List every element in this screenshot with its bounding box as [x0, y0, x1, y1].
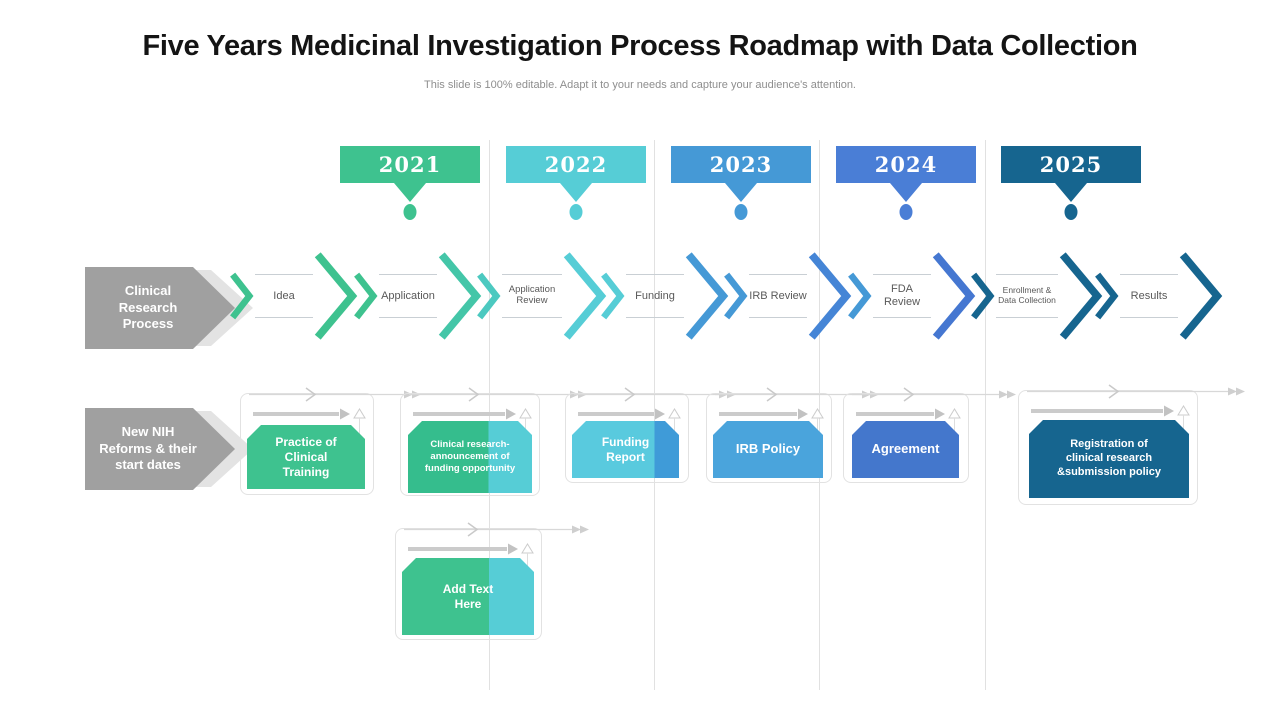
- chevron-right-icon: [477, 272, 501, 320]
- reform-card-box: Funding Report: [572, 421, 679, 478]
- column-gridline: [654, 140, 655, 690]
- timeline-dot: [569, 204, 583, 220]
- stage-irb-review: IRB Review: [722, 248, 852, 344]
- year-label: 2025: [1039, 152, 1103, 177]
- timeline-dot: [734, 204, 748, 220]
- stage-application-review: Application Review: [475, 248, 607, 344]
- stage-enrollment-data-collection: Enrollment & Data Collection: [969, 248, 1103, 344]
- banner-notch: [1055, 183, 1087, 202]
- reform-card-label: Registration of clinical research &submi…: [1057, 438, 1161, 478]
- row-label-nih-reforms: New NIH Reforms & their start dates: [85, 408, 253, 490]
- add-text-card: Add Text Here: [395, 522, 589, 640]
- stage-label: Application: [379, 274, 437, 318]
- reform-card-box: Practice of Clinical Training: [247, 425, 365, 489]
- add-text-box: Add Text Here: [402, 558, 534, 635]
- year-banner: 2025: [1001, 146, 1141, 183]
- chevron-right-icon: [438, 252, 482, 340]
- chevron-right-icon: [1179, 252, 1223, 340]
- banner-notch: [394, 183, 426, 202]
- stage-idea: Idea: [228, 248, 358, 344]
- stage-label: Application Review: [502, 274, 562, 318]
- year-banner: 2024: [836, 146, 976, 183]
- chevron-right-icon: [601, 272, 625, 320]
- reform-card-label: Clinical research-announcement of fundin…: [424, 439, 516, 474]
- chevron-right-icon: [724, 272, 748, 320]
- chevron-right-icon: [1059, 252, 1103, 340]
- year-label: 2024: [874, 152, 938, 177]
- chevron-right-icon: [685, 252, 729, 340]
- reform-card-box: Agreement: [852, 421, 959, 478]
- reform-card-practice-of-clinical-training: Practice of Clinical Training: [240, 387, 421, 495]
- reform-card-funding-opportunity: Clinical research-announcement of fundin…: [400, 387, 587, 496]
- reform-card-agreement: Agreement: [843, 387, 1016, 483]
- year-marker-2023: 2023: [671, 146, 811, 226]
- stage-label: Funding: [626, 274, 684, 318]
- chevron-right-icon: [848, 272, 872, 320]
- reform-card-label: Agreement: [871, 441, 940, 457]
- stage-label: Enrollment & Data Collection: [996, 274, 1058, 318]
- stage-label: Idea: [255, 274, 313, 318]
- timeline-dot: [899, 204, 913, 220]
- reform-card-label: IRB Policy: [735, 441, 801, 457]
- stage-fda-review: FDA Review: [846, 248, 976, 344]
- add-text-label: Add Text Here: [442, 581, 494, 611]
- year-marker-2021: 2021: [340, 146, 480, 226]
- column-gridline: [985, 140, 986, 690]
- year-banner: 2021: [340, 146, 480, 183]
- year-label: 2021: [378, 152, 442, 177]
- year-banner: 2022: [506, 146, 646, 183]
- reform-card-label: Practice of Clinical Training: [275, 434, 337, 479]
- reform-card-label: Funding Report: [601, 434, 650, 464]
- reform-card-box: IRB Policy: [713, 421, 823, 478]
- stage-application: Application: [352, 248, 482, 344]
- year-marker-2022: 2022: [506, 146, 646, 226]
- reform-card-funding-report: Funding Report: [565, 387, 736, 483]
- year-marker-2024: 2024: [836, 146, 976, 226]
- chevron-right-icon: [1095, 272, 1119, 320]
- stage-funding: Funding: [599, 248, 729, 344]
- chevron-right-icon: [230, 272, 254, 320]
- chevron-right-icon: [808, 252, 852, 340]
- stage-label: FDA Review: [873, 274, 931, 318]
- year-label: 2022: [544, 152, 608, 177]
- stage-label: Results: [1120, 274, 1178, 318]
- banner-notch: [890, 183, 922, 202]
- year-label: 2023: [709, 152, 773, 177]
- reform-card-registration-submission-policy: Registration of clinical research &submi…: [1018, 384, 1245, 505]
- chevron-right-icon: [932, 252, 976, 340]
- reform-card-box: Registration of clinical research &submi…: [1029, 420, 1189, 498]
- chevron-right-icon: [354, 272, 378, 320]
- page-subtitle: This slide is 100% editable. Adapt it to…: [424, 79, 856, 91]
- banner-notch: [560, 183, 592, 202]
- timeline-dot: [1064, 204, 1078, 220]
- year-banner: 2023: [671, 146, 811, 183]
- chevron-right-icon: [314, 252, 358, 340]
- reform-card-box: Clinical research-announcement of fundin…: [408, 421, 532, 493]
- reform-card-irb-policy: IRB Policy: [706, 387, 879, 483]
- timeline-dot: [403, 204, 417, 220]
- stage-results: Results: [1093, 248, 1223, 344]
- page-title: Five Years Medicinal Investigation Proce…: [142, 30, 1138, 62]
- row-label-clinical-research-process: Clinical Research Process: [85, 267, 253, 349]
- chevron-right-icon: [971, 272, 995, 320]
- stage-label: IRB Review: [749, 274, 807, 318]
- chevron-right-icon: [563, 252, 607, 340]
- year-marker-2025: 2025: [1001, 146, 1141, 226]
- banner-notch: [725, 183, 757, 202]
